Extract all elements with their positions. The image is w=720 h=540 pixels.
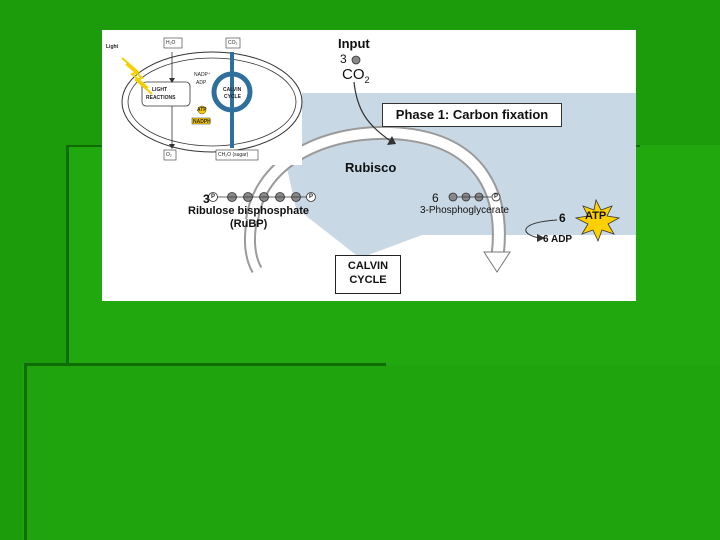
calvin-cycle-line2: CYCLE [349,274,387,286]
cycle-arrow-left-inner [245,219,261,273]
inset-light-reactions-line2: REACTIONS [146,95,176,101]
decorative-line [66,145,69,365]
decorative-band [22,365,720,540]
adp-label: 6 ADP [543,234,573,245]
input-label: Input [338,36,370,51]
inset-nadp-label: NADP⁺ [194,72,211,78]
inset-h2o-label: H₂O [166,40,176,46]
inset-sugar-label: CH₂O (sugar) [218,152,249,158]
inset-nadph-label: NADPH [193,119,211,125]
pga-molecule [448,192,501,202]
inset-co2-label: CO₂ [228,40,238,46]
input-count: 3 [340,52,347,66]
calvin-cycle-line1: CALVIN [347,260,389,272]
co2-arrowhead [387,136,396,145]
rubp-phosphate-left: P [211,194,216,200]
rubp-molecule [208,192,316,202]
inset-atp-label: ATP [197,107,207,113]
decorative-line [24,363,386,366]
inset-light-reactions-line1: LIGHT [152,87,167,93]
diagram-graphics [102,30,636,274]
atp-count: 6 [559,211,566,225]
co2-label: CO2 [342,66,370,85]
pga-name: 3-Phosphoglycerate [420,205,509,216]
phase-title: Phase 1: Carbon fixation [382,103,562,127]
co2-carbon [351,55,361,65]
inset-calvin-line2: CYCLE [224,94,241,100]
cycle-arrowhead [483,251,511,273]
adp-arrowhead [537,234,545,242]
pga-count: 6 [432,191,439,205]
calvin-cycle-box: CALVIN CYCLE [335,255,401,294]
atp-label: ATP [585,210,607,222]
rubp-name: Ribulose bisphosphate [188,205,310,217]
decorative-line [24,365,27,540]
inset-adp-label: ADP [196,80,207,86]
rubisco-label: Rubisco [345,160,397,175]
inset-light-label: Light [106,44,119,50]
co2-input-arrow [353,81,393,143]
inset-o2-label: O₂ [166,152,172,158]
rubp-phosphate-right: P [309,194,314,200]
inset-calvin-line1: CALVIN [223,87,242,93]
chloroplast-inset [102,30,303,165]
pga-phosphate: P [494,194,499,200]
atp-adp-arrow [525,219,558,239]
atp-star [574,198,621,243]
rubp-abbreviation: (RuBP) [230,218,268,230]
rubp-count: 3 [203,192,210,206]
calvin-cycle-figure: Light H₂O CO₂ LIGHT REACTIONS CALVIN CYC… [102,30,636,301]
